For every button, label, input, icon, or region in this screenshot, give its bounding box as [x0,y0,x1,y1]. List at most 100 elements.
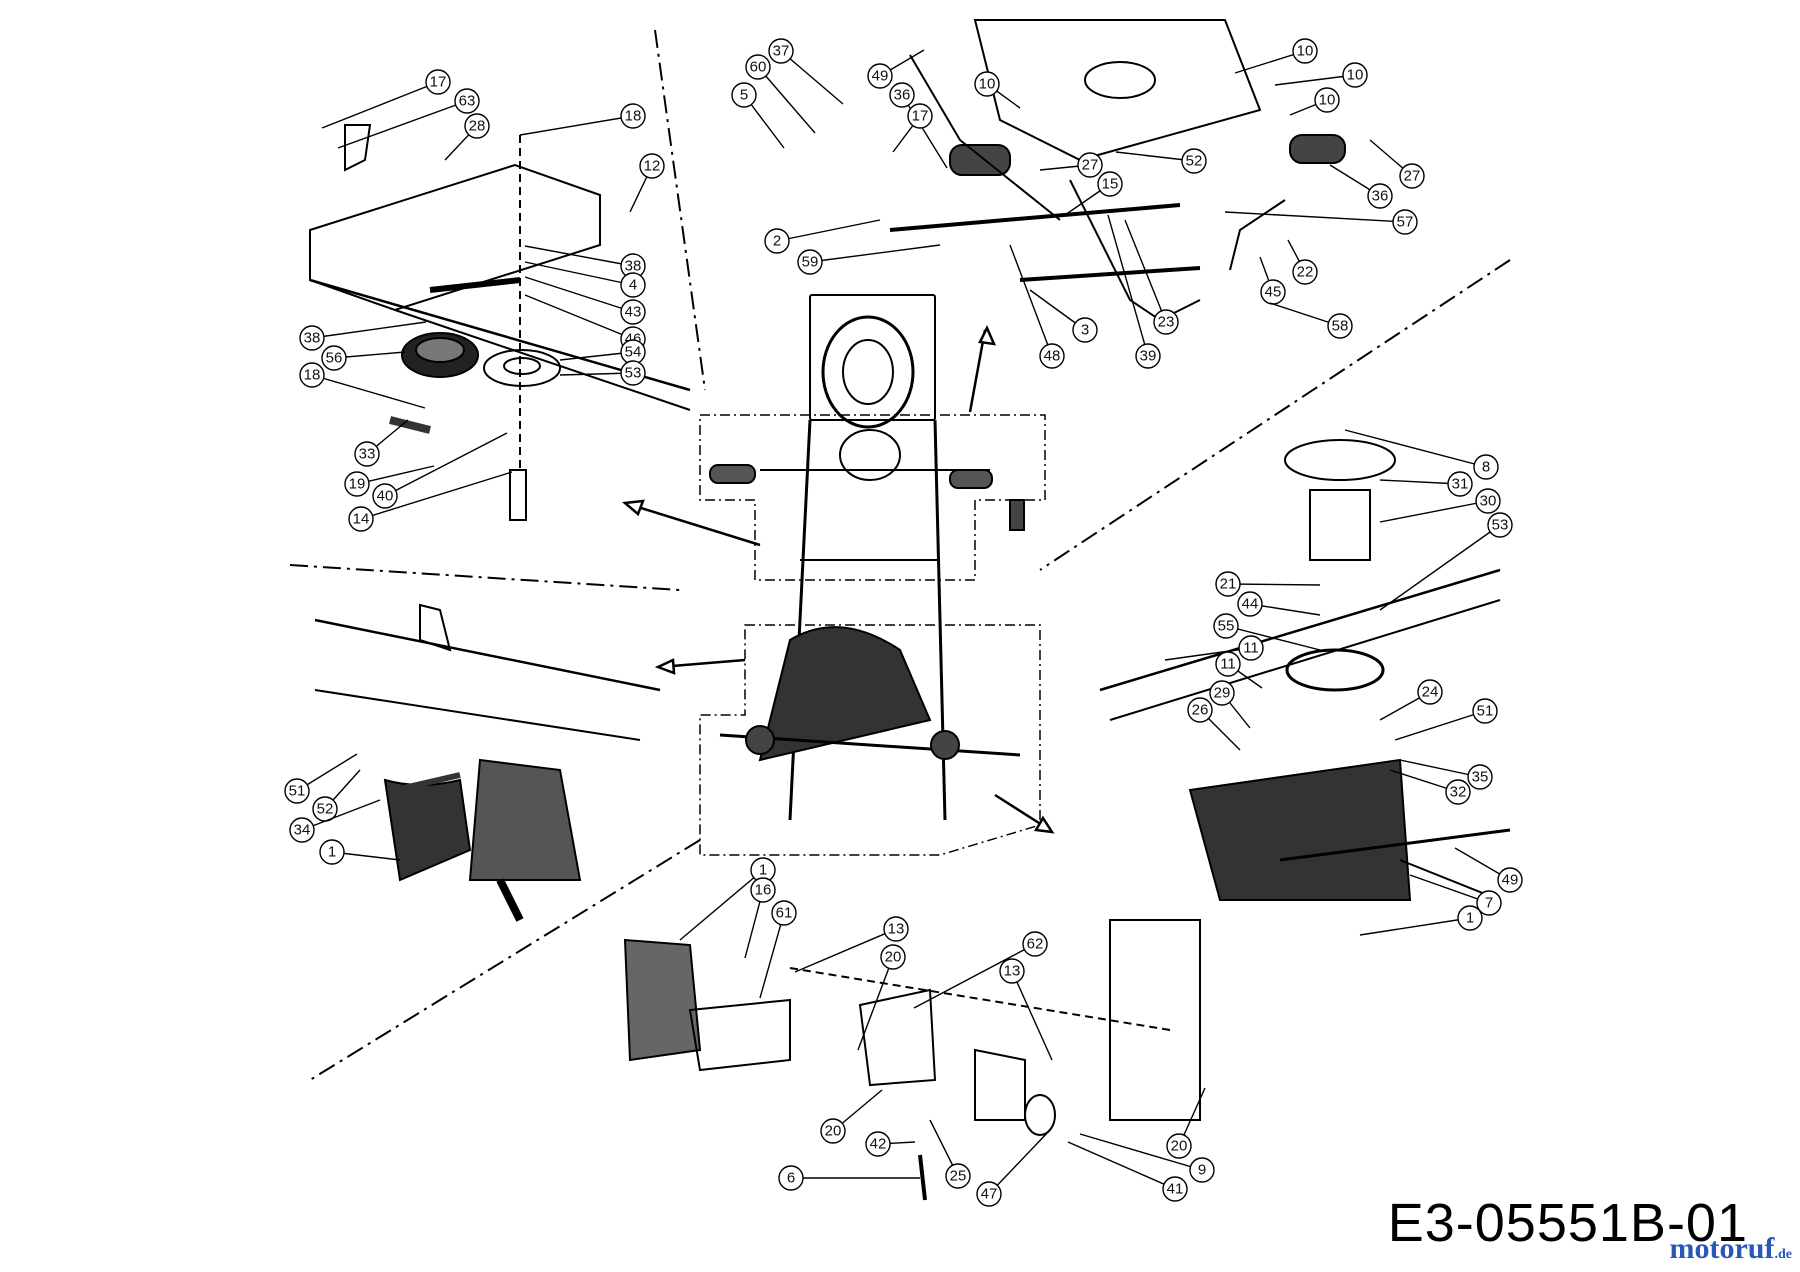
callout-label: 24 [1422,684,1439,701]
callout-label: 55 [1218,618,1235,635]
axle-mount-assembly [623,919,1201,1201]
callout-leader [524,261,634,286]
callout-c20c: 20 [1166,1087,1206,1159]
callout-label: 60 [750,59,767,76]
callout-label: 11 [1243,640,1259,657]
callout-bubble [1445,779,1471,805]
callout-label: 21 [1220,576,1237,593]
callout-bubble [865,1131,891,1157]
callout-bubble [1187,697,1213,723]
callout-bubble [731,82,757,108]
section-separators [289,29,1511,1081]
callout-c35: 35 [1399,759,1493,790]
callout-leader [1394,710,1486,741]
callout-bubble [425,69,451,95]
callout-label: 61 [776,905,793,922]
callout-bubble [639,153,665,179]
callout-c18a: 18 [519,103,646,136]
callout-label: 10 [979,76,996,93]
callout-bubble [1392,209,1418,235]
callout-label: 37 [773,43,790,60]
callout-label: 13 [1004,963,1021,980]
callout-leader [1227,583,1321,586]
callout-bubble [1135,343,1161,369]
callout-label: 28 [469,118,486,135]
callout-leader [901,94,948,169]
callout-label: 52 [317,801,334,818]
callout-c5: 5 [731,82,785,149]
callout-bubble [1153,309,1179,335]
callout-bubble [289,817,315,843]
callout-label: 17 [430,74,447,91]
callout-bubble [768,38,794,64]
callout-label: 19 [349,476,366,493]
callout-label: 51 [1477,703,1494,720]
callout-label: 39 [1140,348,1157,365]
callout-bubble [344,471,370,497]
callout-c25: 25 [929,1119,971,1189]
callout-label: 6 [787,1170,795,1187]
callout-leader [1379,524,1501,611]
callout-bubble [1367,183,1393,209]
callout-leader [757,66,816,134]
callout-c62: 62 [913,931,1048,1009]
document-code: E3-05551B-01 [1387,1193,1748,1253]
callout-c56: 56 [321,345,406,371]
callout-bubble [1039,343,1065,369]
callout-c57: 57 [1224,209,1418,235]
callout-bubble [454,88,480,114]
pulley-assembly [309,124,691,521]
callout-bubble [354,441,380,467]
callout-label: 43 [625,304,642,321]
callout-c10b: 10 [974,71,1021,109]
callout-c55: 55 [1213,613,1321,651]
callout-bubble [348,506,374,532]
callout-bubble [907,103,933,129]
callout-bubble [1472,698,1498,724]
callout-leader [780,50,844,105]
callout-c30: 30 [1379,488,1501,523]
callout-c6: 6 [778,1165,920,1191]
callout-c49a: 49 [867,49,925,89]
callout-c49b: 49 [1454,847,1523,893]
callout-label: 47 [981,1186,998,1203]
callout-label: 59 [802,254,819,271]
callout-leader [1379,479,1461,485]
callout-leader [1225,625,1321,651]
callout-c29: 29 [1209,680,1251,729]
callout-bubble [945,1163,971,1189]
callout-bubble [883,916,909,942]
callout-bubble [1238,635,1264,661]
callout-leader [311,374,426,409]
callout-bubble [999,958,1025,984]
callout-c3: 3 [1029,289,1098,343]
callout-label: 49 [1502,872,1519,889]
callout-bubble [1342,62,1368,88]
callout-leader [524,276,634,313]
callout-leader [1274,74,1356,86]
callout-c59: 59 [797,244,941,275]
callout-layer: 1763281812384434654533856183319401437605… [284,38,1523,1207]
callout-c33: 33 [354,419,409,467]
callout-label: 26 [1192,702,1209,719]
callout-bubble [974,71,1000,97]
callout-c16: 16 [744,877,776,959]
callout-label: 29 [1214,685,1231,702]
callout-label: 22 [1297,264,1314,281]
detail-boxes [699,414,1046,856]
callout-bubble [372,483,398,509]
callout-bubble [1417,679,1443,705]
callout-label: 20 [885,949,902,966]
callout-label: 15 [1102,176,1119,193]
callout-c17b: 17 [892,103,933,153]
callout-bubble [1327,313,1353,339]
callout-c51a: 51 [1394,698,1498,741]
callout-bubble [771,900,797,926]
callout-c24: 24 [1379,679,1443,721]
callout-label: 7 [1485,895,1493,912]
callout-c52a: 52 [1115,148,1207,174]
callout-bubble [620,360,646,386]
callout-bubble [1447,471,1473,497]
callout-leader [913,943,1036,1009]
